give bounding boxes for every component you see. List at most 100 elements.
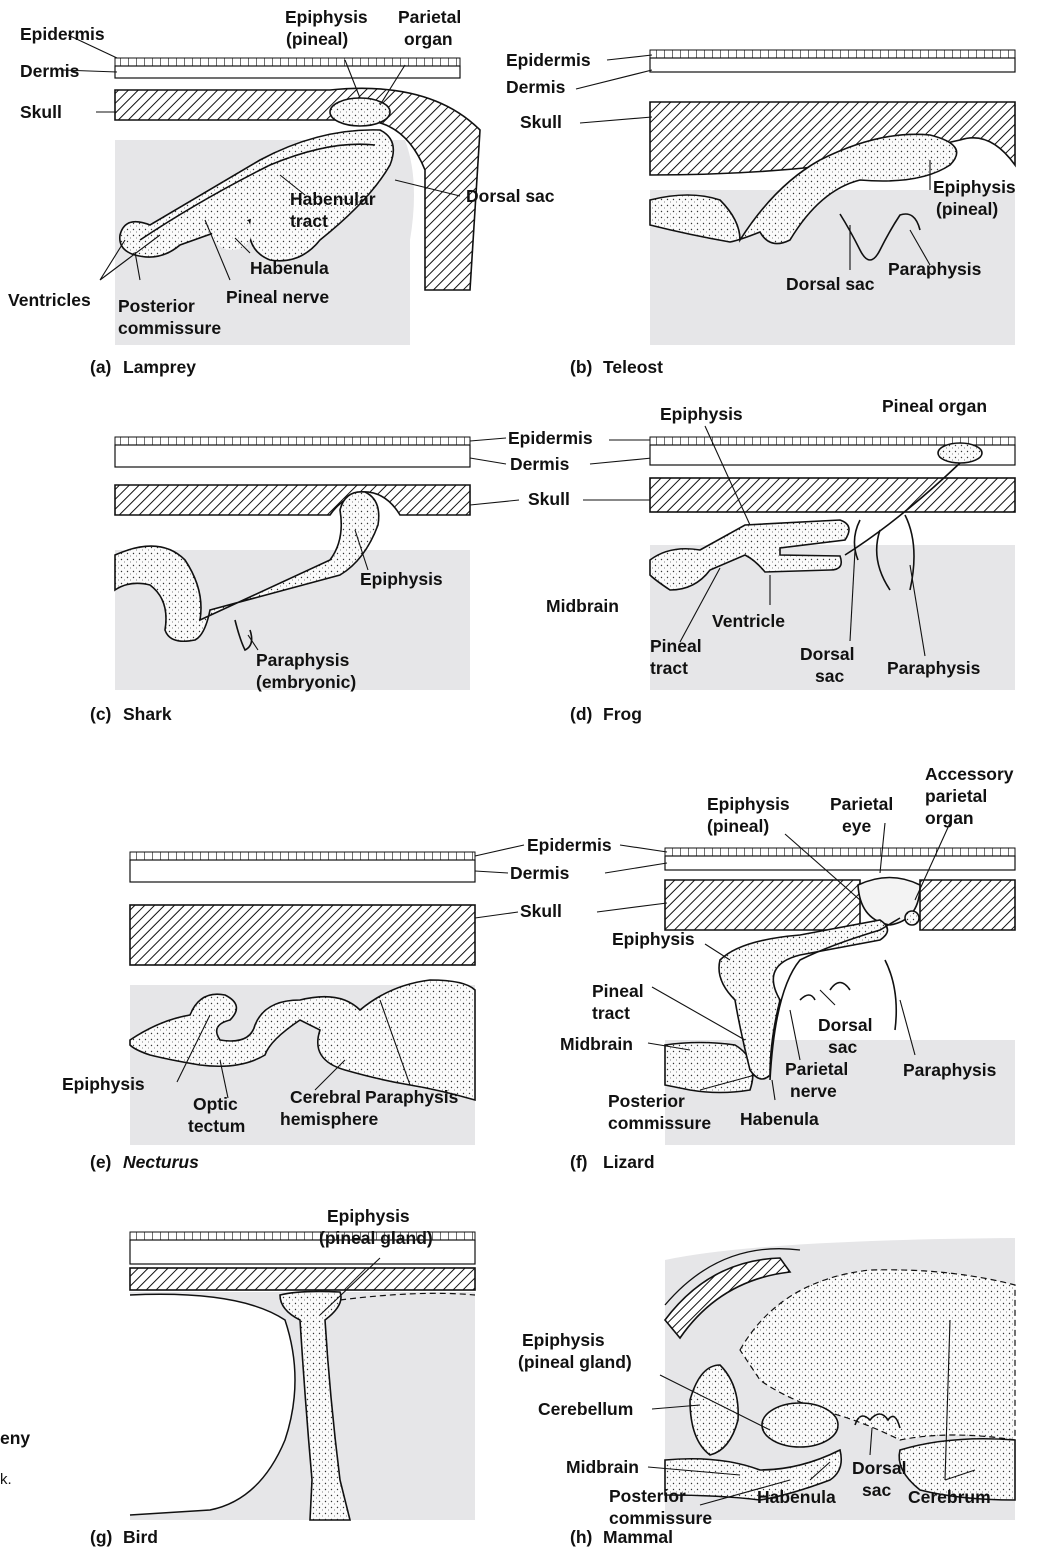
label-epiphysis: Epiphysis — [62, 1074, 145, 1094]
label-epiphysis: Epiphysis — [707, 794, 790, 814]
skull-bone — [130, 905, 475, 965]
label-organ: organ — [925, 808, 974, 828]
label-dorsal: Dorsal — [818, 1015, 872, 1035]
label-parietal: Parietal — [830, 794, 893, 814]
caption-name: Teleost — [603, 357, 663, 377]
leader-dermis-d — [590, 458, 652, 464]
leader-epidermis-b — [607, 55, 652, 60]
panel-f-lizard: Epiphysis (pineal) Parietal eye Accessor… — [560, 764, 1015, 1172]
label-paraphysis: Paraphysis — [887, 658, 981, 678]
label-paraphysis: Paraphysis — [365, 1087, 459, 1107]
panel-g-bird: Epiphysis (pineal gland) (g) Bird — [90, 1206, 475, 1547]
leader-skull-f — [597, 903, 667, 912]
caption-name: Bird — [123, 1527, 158, 1547]
label-hemisphere: hemisphere — [280, 1109, 378, 1129]
label-cerebrum: Cerebrum — [908, 1487, 991, 1507]
caption-letter: (e) — [90, 1152, 111, 1172]
leader-epiphysis2-f — [705, 944, 730, 960]
label-posterior: Posterior — [608, 1091, 685, 1111]
label-pineal-nerve: Pineal nerve — [226, 287, 329, 307]
label-ventricle: Ventricle — [712, 611, 785, 631]
label-tectum: tectum — [188, 1116, 245, 1136]
dermis-layer — [650, 58, 1015, 72]
label-tract: tract — [290, 211, 328, 231]
label-pineal-organ: Pineal organ — [882, 396, 987, 416]
panel-h-mammal: Epiphysis (pineal gland) Cerebellum Midb… — [518, 1238, 1015, 1547]
label-pineal: (pineal) — [936, 199, 998, 219]
caption-letter: (f) — [570, 1152, 587, 1172]
pineal-organ — [938, 443, 982, 463]
leader-skull-b — [580, 117, 652, 123]
label-pineal-gland: (pineal gland) — [518, 1352, 632, 1372]
caption-name: Shark — [123, 704, 172, 724]
label-pineal: (pineal) — [707, 816, 769, 836]
caption-letter: (h) — [570, 1527, 592, 1547]
label-dermis: Dermis — [20, 61, 80, 81]
label-epiphysis: Epiphysis — [285, 7, 368, 27]
label-eye: eye — [842, 816, 871, 836]
caption-name: Mammal — [603, 1527, 673, 1547]
label-epiphysis: Epiphysis — [327, 1206, 410, 1226]
leader-dermis-f — [605, 863, 667, 873]
label-paraphysis: Paraphysis — [903, 1060, 997, 1080]
label-habenula: Habenula — [740, 1109, 819, 1129]
dermis-layer — [130, 860, 475, 882]
panel-a-lamprey: Epidermis Dermis Skull Epiphysis (pineal… — [8, 7, 555, 377]
dermis-layer — [115, 445, 470, 467]
caption-name: Lamprey — [123, 357, 196, 377]
label-habenula: Habenula — [757, 1487, 836, 1507]
caption-letter: (c) — [90, 704, 111, 724]
skull-bone — [130, 1268, 475, 1290]
label-pineal-gland: (pineal gland) — [319, 1228, 433, 1248]
dermis-layer — [115, 66, 460, 78]
dermis-layer — [665, 856, 1015, 870]
label-midbrain: Midbrain — [560, 1034, 633, 1054]
caption-name: Frog — [603, 704, 642, 724]
label-embryonic: (embryonic) — [256, 672, 356, 692]
skull-bone — [650, 478, 1015, 512]
label-commissure: commissure — [608, 1113, 711, 1133]
label-pineal: (pineal) — [286, 29, 348, 49]
label-sac: sac — [828, 1037, 857, 1057]
accessory-parietal-organ — [905, 911, 919, 925]
label-posterior: Posterior — [118, 296, 195, 316]
caption-name: Necturus — [123, 1152, 199, 1172]
skull-bone — [665, 880, 1015, 930]
label-dermis: Dermis — [510, 863, 570, 883]
label-epiphysis: Epiphysis — [660, 404, 743, 424]
label-epiphysis: Epiphysis — [522, 1330, 605, 1350]
leader-dermis-e — [475, 871, 508, 873]
label-parietal3: Parietal — [785, 1059, 848, 1079]
label-dorsal-sac: Dorsal sac — [786, 274, 875, 294]
label-dorsal-sac: Dorsal sac — [466, 186, 555, 206]
label-commissure: commissure — [118, 318, 221, 338]
label-habenular: Habenular — [290, 189, 376, 209]
habenula-body — [212, 214, 252, 250]
label-dermis: Dermis — [506, 77, 566, 97]
label-epiphysis2: Epiphysis — [612, 929, 695, 949]
label-sac: sac — [862, 1480, 891, 1500]
label-dermis: Dermis — [510, 454, 570, 474]
skull-bone — [115, 485, 470, 515]
leader-dermis-c — [470, 458, 506, 464]
label-parietal: Parietal — [398, 7, 461, 27]
label-tract: tract — [650, 658, 688, 678]
panel-b-teleost: Epidermis Dermis Skull Epiphysis (pineal… — [506, 50, 1016, 377]
caption-letter: (a) — [90, 357, 111, 377]
cropped-caption-text-2: k. — [0, 1471, 12, 1488]
shared-labels-cd: Epidermis Dermis Skull — [470, 428, 652, 509]
caption-letter: (g) — [90, 1527, 112, 1547]
label-organ: organ — [404, 29, 453, 49]
label-dorsal: Dorsal — [852, 1458, 906, 1478]
leader-epidermis-e — [475, 845, 524, 856]
caption-name: Lizard — [603, 1152, 655, 1172]
leader-dermis-b — [576, 70, 652, 89]
label-dorsal: Dorsal — [800, 644, 854, 664]
label-epidermis: Epidermis — [527, 835, 612, 855]
label-skull: Skull — [20, 102, 62, 122]
leader-epidermis-f — [620, 845, 667, 852]
label-paraphysis: Paraphysis — [888, 259, 982, 279]
label-skull: Skull — [520, 901, 562, 921]
